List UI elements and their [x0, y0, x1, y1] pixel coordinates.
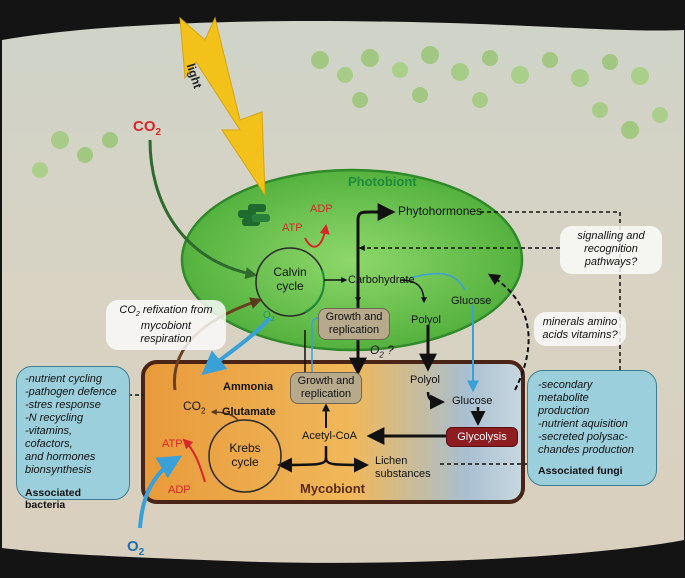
adp-top-label: ADP [310, 203, 333, 215]
co2-input-sub: 2 [155, 127, 162, 138]
glucose-myco-label: Glucose [452, 395, 493, 407]
o2-photo-label: O2 [263, 310, 275, 324]
minerals-note: minerals amino acids vitamins? [534, 312, 626, 347]
fungi-item: production [538, 405, 590, 417]
chloroplast-icon [238, 204, 270, 226]
o2-input-sub: 2 [138, 547, 145, 558]
co2-input-label: CO2 [133, 118, 161, 139]
o2-photo-sub: 2 [270, 316, 275, 323]
glucose-photo-label: Glucose [451, 295, 492, 307]
bacteria-item: -N recycling [25, 412, 84, 424]
fungi-title: Associated fungi [538, 465, 623, 477]
adp-bottom-label: ADP [168, 484, 191, 496]
bacteria-item: and hormones [25, 451, 96, 463]
signalling-note: signalling and recognition pathways? [560, 226, 662, 274]
bacteria-list: -nutrient cycling -pathogen defence -str… [25, 373, 121, 477]
acetyl-coa-label: Acetyl-CoA [302, 430, 358, 442]
krebs-cycle-circle [208, 419, 282, 493]
fungi-item: -secondary metabolite [538, 379, 593, 404]
o2-input-label: O2 [127, 538, 144, 559]
o2-question-sub: 2 [379, 350, 384, 360]
o2-input-text: O [127, 538, 139, 555]
o2-photo-text: O [263, 310, 271, 321]
bacteria-item: bionsynthesis [25, 464, 92, 476]
lichen-substances-label: Lichen substances [375, 455, 431, 480]
atp-top-label: ATP [282, 222, 303, 234]
acetylcoa-to-lichen-arrow [324, 457, 369, 473]
o2-question-text: O [370, 343, 380, 357]
light-arrow [179, 16, 266, 197]
minerals-dashed-arrow [487, 273, 530, 391]
mycobiont-label: Mycobiont [300, 481, 365, 496]
bacteria-item: -nutrient cycling [25, 373, 103, 385]
algal-cells-texture [32, 46, 668, 178]
bacteria-item: -pathogen defence [25, 386, 117, 398]
o2-input-arrow [138, 455, 183, 529]
co2-refixation-text: CO [119, 304, 136, 316]
fungi-item: chandes production [538, 444, 635, 456]
o2-photobiont-arrow [201, 316, 272, 376]
phytohormones-label: Phytohormones [398, 204, 483, 218]
associated-fungi-box: -secondary metabolite production -nutrie… [527, 370, 657, 486]
glutamate-label: Glutamate [222, 406, 276, 418]
polyol-to-glucose-arrow [426, 391, 445, 410]
photobiont-label: Photobiont [348, 174, 417, 189]
co2-refixation-rest: refixation from mycobiont respiration [139, 304, 213, 345]
polyol-photo-label: Polyol [411, 314, 441, 326]
fungi-list: -secondary metabolite production -nutrie… [538, 379, 646, 457]
o2-question-label: O2 ? [370, 343, 394, 360]
bacteria-item: -stres response [25, 399, 101, 411]
carbohydrate-to-glucose-arrow [409, 272, 466, 291]
co2-myco-text: CO [183, 399, 201, 413]
polyol-myco-label: Polyol [410, 374, 440, 386]
growth-replication-photo-pill: Growth and replication [318, 308, 390, 340]
o2-question-mark: ? [387, 343, 394, 357]
krebs-cycle-label: Krebs cycle [229, 441, 261, 469]
fungi-item: -nutrient aquisition [538, 418, 628, 430]
atp-bottom-label: ATP [162, 438, 183, 450]
calvin-cycle-label: Calvin cycle [273, 265, 307, 293]
carbohydrate-to-polyol-arrow [399, 279, 427, 304]
calvin-green-arc [304, 269, 325, 313]
fungi-item: -secreted polysac- [538, 431, 628, 443]
atp-adp-bottom-arrow [182, 438, 206, 483]
signalling-dashed-line [480, 211, 621, 462]
co2-refixation-note: CO2 refixation from mycobiont respiratio… [106, 300, 226, 350]
growth-replication-myco-pill: Growth and replication [290, 372, 362, 404]
co2-input-text: CO [133, 118, 156, 135]
ammonia-label: Ammonia [223, 381, 274, 393]
glycolysis-pill: Glycolysis [446, 427, 518, 447]
carbohydrate-label: Carbohydrate [348, 274, 415, 286]
co2-myco-label: CO2 [183, 399, 206, 416]
bacteria-title: Associated bacteria [25, 487, 82, 511]
bacteria-item: -vitamins, cofactors, [25, 425, 73, 450]
co2-uptake-arrow [148, 139, 258, 279]
co2-myco-sub: 2 [201, 406, 206, 416]
co2-refixation-sub: 2 [135, 311, 140, 319]
krebs-to-co2-arrow [210, 409, 239, 421]
associated-bacteria-box: -nutrient cycling -pathogen defence -str… [16, 366, 130, 511]
phytohormones-arrow [356, 203, 396, 330]
atp-adp-top-arrow [304, 224, 330, 248]
